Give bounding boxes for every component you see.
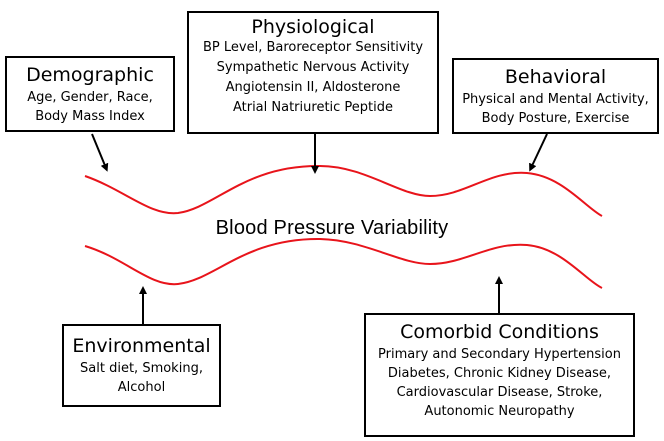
comorbid-line: Cardiovascular Disease, Stroke,: [396, 385, 603, 400]
demographic-title: Demographic: [26, 64, 154, 86]
behavioral-line: Physical and Mental Activity,: [462, 92, 649, 107]
environmental-line: Salt diet, Smoking,: [80, 361, 203, 376]
demographic-box: Demographic Age, Gender, Race, Body Mass…: [5, 56, 175, 132]
environmental-line: Alcohol: [117, 380, 166, 395]
lower-wave: [84, 237, 603, 289]
demographic-arrow: [91, 133, 109, 172]
behavioral-title: Behavioral: [504, 66, 607, 88]
behavioral-line: Body Posture, Exercise: [481, 111, 630, 126]
demographic-line: Body Mass Index: [35, 109, 145, 124]
physiological-line: Angiotensin II, Aldosterone: [225, 80, 401, 95]
center-label: Blood Pressure Variability: [215, 217, 449, 239]
upper-wave: [84, 164, 603, 217]
physiological-line: BP Level, Baroreceptor Sensitivity: [202, 40, 424, 55]
environmental-box: Environmental Salt diet, Smoking, Alcoho…: [62, 324, 221, 407]
comorbid-line: Diabetes, Chronic Kidney Disease,: [387, 366, 612, 381]
environmental-title: Environmental: [72, 335, 211, 357]
comorbid-box: Comorbid Conditions Primary and Secondar…: [364, 313, 635, 437]
demographic-line: Age, Gender, Race,: [27, 90, 153, 105]
physiological-title: Physiological: [251, 16, 375, 38]
comorbid-line: Primary and Secondary Hypertension: [378, 347, 621, 362]
comorbid-line: Autonomic Neuropathy: [424, 404, 575, 419]
comorbid-title: Comorbid Conditions: [400, 321, 599, 343]
physiological-line: Sympathetic Nervous Activity: [216, 60, 410, 75]
physiological-box: Physiological BP Level, Baroreceptor Sen…: [187, 11, 439, 134]
physiological-line: Atrial Natriuretic Peptide: [232, 100, 394, 115]
behavioral-arrow: [529, 133, 548, 172]
behavioral-box: Behavioral Physical and Mental Activity,…: [452, 58, 659, 134]
